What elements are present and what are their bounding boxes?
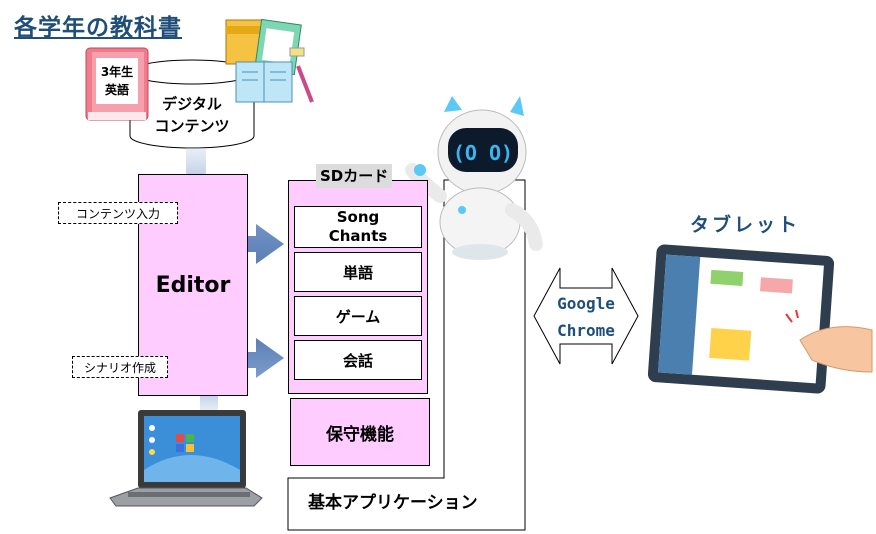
robot-icon: (O O) (405, 96, 543, 260)
bidirectional-arrow (533, 267, 639, 365)
digital-content-label: デジタル コンテンツ (140, 92, 244, 138)
content-input-label: コンテンツ入力 (58, 202, 178, 224)
browser-label: Google Chrome (556, 290, 616, 344)
sd-item-conversation: 会話 (294, 340, 422, 380)
scenario-create-label: シナリオ作成 (72, 356, 168, 378)
page-title: 各学年の教科書 (14, 15, 182, 41)
base-app-label: 基本アプリケーション (308, 493, 478, 513)
textbook-icon (85, 47, 149, 121)
laptop-icon (109, 410, 263, 507)
books-stationery-icon (225, 18, 314, 103)
digital-content-line1: デジタル (162, 95, 222, 113)
database-cylinder-icon (129, 59, 255, 149)
textbook-subject: 英語 (104, 83, 129, 97)
textbook-grade: 3年生 (100, 65, 134, 79)
svg-text:(O O): (O O) (453, 141, 513, 165)
browser-label-line1: Google (557, 294, 615, 313)
digital-content-line2: コンテンツ (154, 117, 230, 135)
base-app-outline (287, 179, 526, 531)
textbook-label: 3年生 英語 (96, 58, 138, 104)
sd-card-label: SDカード (316, 164, 393, 188)
tablet-label: タブレット (690, 214, 801, 236)
tablet-icon (647, 244, 873, 394)
editor-label: Editor (155, 272, 231, 298)
browser-label-line2: Chrome (557, 321, 615, 340)
content-flow-arrow (186, 148, 284, 264)
sd-item-song-chants: Song Chants (294, 206, 422, 248)
sd-item-game: ゲーム (294, 296, 422, 336)
maintenance-box: 保守機能 (290, 398, 430, 466)
sd-item-words: 単語 (294, 252, 422, 292)
